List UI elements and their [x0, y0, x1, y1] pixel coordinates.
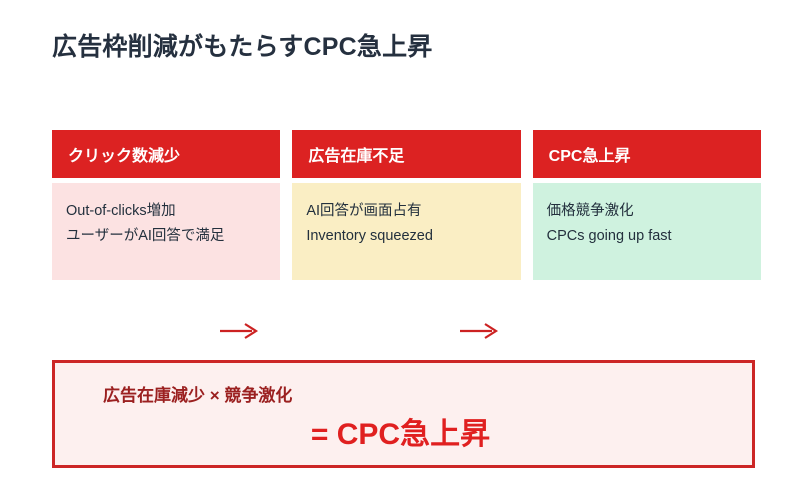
flow-card-1-line-1: Out-of-clicks増加: [66, 203, 176, 219]
arrow-right-icon: [217, 314, 263, 348]
flow-card-3[interactable]: CPC急上昇 価格競争激化 CPCs going up fast: [532, 130, 761, 280]
flow-card-3-line-2: CPCs going up fast: [546, 228, 672, 244]
flow-card-2-line-1: AI回答が画面占有: [306, 203, 422, 219]
flow-card-1[interactable]: クリック数減少 Out-of-clicks増加 ユーザーがAI回答で満足: [52, 130, 281, 280]
summary-box: 広告在庫減少 × 競争激化 = CPC急上昇: [52, 360, 755, 468]
flow-card-3-body: 価格競争激化 CPCs going up fast: [532, 183, 761, 280]
flow-card-2[interactable]: 広告在庫不足 AI回答が画面占有 Inventory squeezed: [292, 130, 521, 280]
page-title: 広告枠削減がもたらすCPC急上昇: [52, 33, 433, 61]
flow-card-1-line-2: ユーザーがAI回答で満足: [66, 228, 225, 244]
flow-card-2-body: AI回答が画面占有 Inventory squeezed: [292, 183, 521, 280]
flow-card-2-line-2: Inventory squeezed: [306, 228, 433, 244]
flow-card-2-header: 広告在庫不足: [292, 130, 521, 178]
flow-card-row: クリック数減少 Out-of-clicks増加 ユーザーがAI回答で満足 広告在…: [52, 130, 761, 280]
summary-formula: 広告在庫減少 × 競争激化: [103, 386, 293, 405]
flow-card-1-body: Out-of-clicks増加 ユーザーがAI回答で満足: [52, 183, 281, 280]
arrow-right-icon: [457, 314, 503, 348]
flow-card-3-line-1: 価格競争激化: [546, 203, 634, 219]
summary-result: = CPC急上昇: [310, 418, 491, 451]
flow-card-1-header: クリック数減少: [52, 130, 281, 178]
flow-card-3-header: CPC急上昇: [532, 130, 761, 178]
